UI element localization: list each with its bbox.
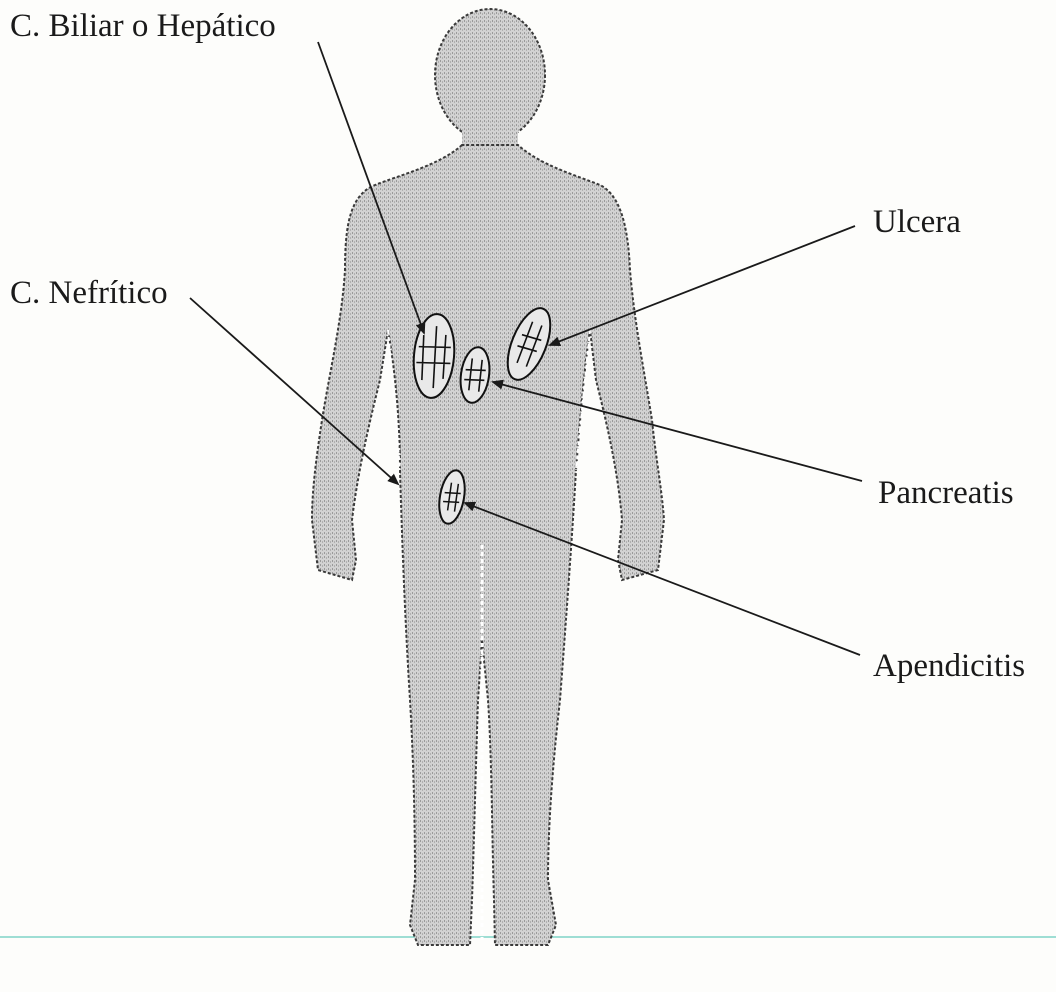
label-biliar-hepatico: C. Biliar o Hepático: [10, 10, 276, 43]
label-ulcera: Ulcera: [873, 206, 961, 239]
head: [435, 9, 545, 141]
label-nefritico: C. Nefrítico: [10, 277, 168, 310]
body-outline: [312, 145, 664, 945]
human-body-silhouette: [312, 9, 664, 945]
label-pancreatis: Pancreatis: [878, 477, 1014, 510]
label-apendicitis: Apendicitis: [873, 650, 1025, 683]
